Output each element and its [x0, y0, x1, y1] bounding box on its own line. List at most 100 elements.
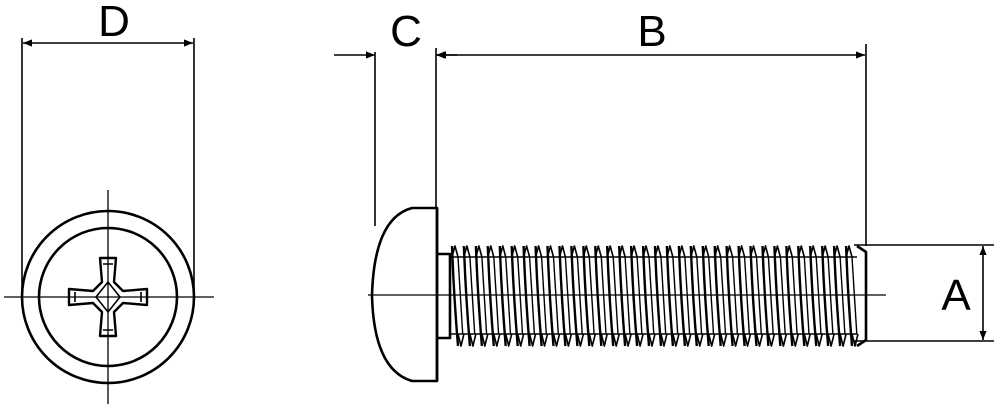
thread-tooth-bottom — [612, 333, 620, 347]
screw-head-front-view — [4, 190, 214, 404]
thread-tooth-top — [570, 245, 579, 258]
thread-crest — [534, 245, 543, 347]
thread-tooth-bottom — [803, 333, 811, 347]
front-view-centerlines — [4, 190, 214, 404]
thread-tooth-bottom — [660, 333, 668, 347]
thread-crest — [844, 245, 854, 347]
thread-tooth-bottom — [767, 333, 776, 347]
thread-tooth-top — [487, 245, 495, 258]
thread-tooth-bottom — [624, 333, 632, 347]
thread-crest — [606, 245, 615, 347]
thread-tooth-bottom — [684, 333, 692, 347]
thread-crest — [522, 245, 531, 347]
thread-crest — [462, 245, 472, 347]
thread-tooth-top — [558, 245, 567, 258]
thread-crest — [701, 245, 710, 347]
thread-tooth-top — [690, 245, 698, 258]
thread-tooth-bottom — [791, 333, 800, 347]
thread-tooth-bottom — [457, 333, 465, 347]
thread-tooth-top — [809, 245, 817, 258]
thread-crest — [510, 245, 519, 347]
thread-tooth-top — [606, 245, 614, 258]
thread-tooth-top — [463, 245, 471, 258]
thread-crest — [546, 245, 555, 347]
thread-crest — [713, 245, 722, 347]
thread-tooth-bottom — [648, 333, 656, 347]
thread-crest — [785, 245, 794, 347]
thread-tooth-top — [534, 245, 543, 258]
thread-tooth-top — [546, 245, 555, 258]
thread-tooth-bottom — [469, 333, 477, 347]
thread-tooth-bottom — [552, 333, 561, 347]
thread-tooth-top — [618, 245, 626, 258]
thread-tooth-top — [797, 245, 806, 258]
thread-tooth-top — [702, 245, 710, 258]
thread-tooth-top — [749, 245, 758, 258]
thread-tooth-top — [821, 245, 829, 258]
dimension-a — [854, 244, 994, 342]
thread-tooth-top — [833, 245, 841, 258]
thread-tooth-top — [594, 245, 603, 258]
thread-tooth-top — [499, 245, 507, 258]
thread-tooth-top — [642, 245, 650, 258]
thread-crest — [641, 245, 651, 347]
thread-tooth-bottom — [588, 333, 597, 347]
thread-tooth-bottom — [672, 333, 680, 347]
thread-tooth-bottom — [815, 333, 823, 347]
dimension-d — [21, 38, 195, 290]
dimension-d-label: D — [98, 0, 130, 46]
thread-tooth-top — [678, 245, 686, 258]
thread-tooth-bottom — [755, 333, 764, 347]
thread-tooth-bottom — [636, 333, 644, 347]
thread-tooth-top — [522, 245, 531, 258]
thread-tooth-top — [475, 245, 483, 258]
thread-tooth-bottom — [576, 333, 585, 347]
thread-tooth-bottom — [839, 333, 847, 347]
thread-helix — [450, 245, 859, 347]
thread-crest — [582, 245, 591, 347]
thread-tooth-bottom — [540, 333, 549, 347]
thread-crest — [809, 245, 818, 347]
dimension-b — [437, 44, 867, 246]
thread-tooth-bottom — [731, 333, 740, 347]
thread-tooth-bottom — [707, 333, 716, 347]
thread-crest — [558, 245, 567, 347]
thread-crest — [486, 245, 495, 347]
thread-tooth-top — [773, 245, 782, 258]
thread-tooth-top — [725, 245, 734, 258]
thread-crest — [821, 245, 830, 347]
thread-crest — [653, 245, 663, 347]
thread-tooth-bottom — [516, 333, 525, 347]
thread-crest — [474, 245, 484, 347]
dimension-a-label: A — [941, 271, 971, 320]
thread-crest — [797, 245, 806, 347]
dimension-c-label: C — [390, 7, 422, 56]
thread-crest — [450, 245, 460, 347]
thread-tooth-bottom — [600, 333, 608, 347]
thread-tooth-bottom — [827, 333, 835, 347]
thread-tooth-bottom — [504, 333, 513, 347]
thread-tooth-bottom — [564, 333, 573, 347]
thread-tooth-bottom — [481, 333, 489, 347]
thread-crest — [498, 245, 507, 347]
thread-tooth-top — [582, 245, 591, 258]
thread-crest — [677, 245, 687, 347]
thread-tooth-top — [845, 245, 853, 258]
thread-crest — [629, 245, 639, 347]
thread-crest — [773, 245, 782, 347]
thread-crest — [618, 245, 627, 347]
shank-neck — [437, 252, 452, 340]
dimension-c — [334, 48, 457, 226]
thread-tooth-top — [785, 245, 794, 258]
dimension-b-label: B — [637, 7, 666, 56]
thread-tooth-top — [666, 245, 674, 258]
phillips-recess-icon — [67, 256, 149, 338]
thread-crest — [761, 245, 770, 347]
thread-tooth-top — [761, 245, 770, 258]
thread-tooth-bottom — [696, 333, 704, 347]
thread-tooth-bottom — [493, 333, 501, 347]
thread-tooth-top — [451, 245, 459, 258]
thread-crest — [665, 245, 675, 347]
thread-tooth-bottom — [851, 333, 859, 347]
